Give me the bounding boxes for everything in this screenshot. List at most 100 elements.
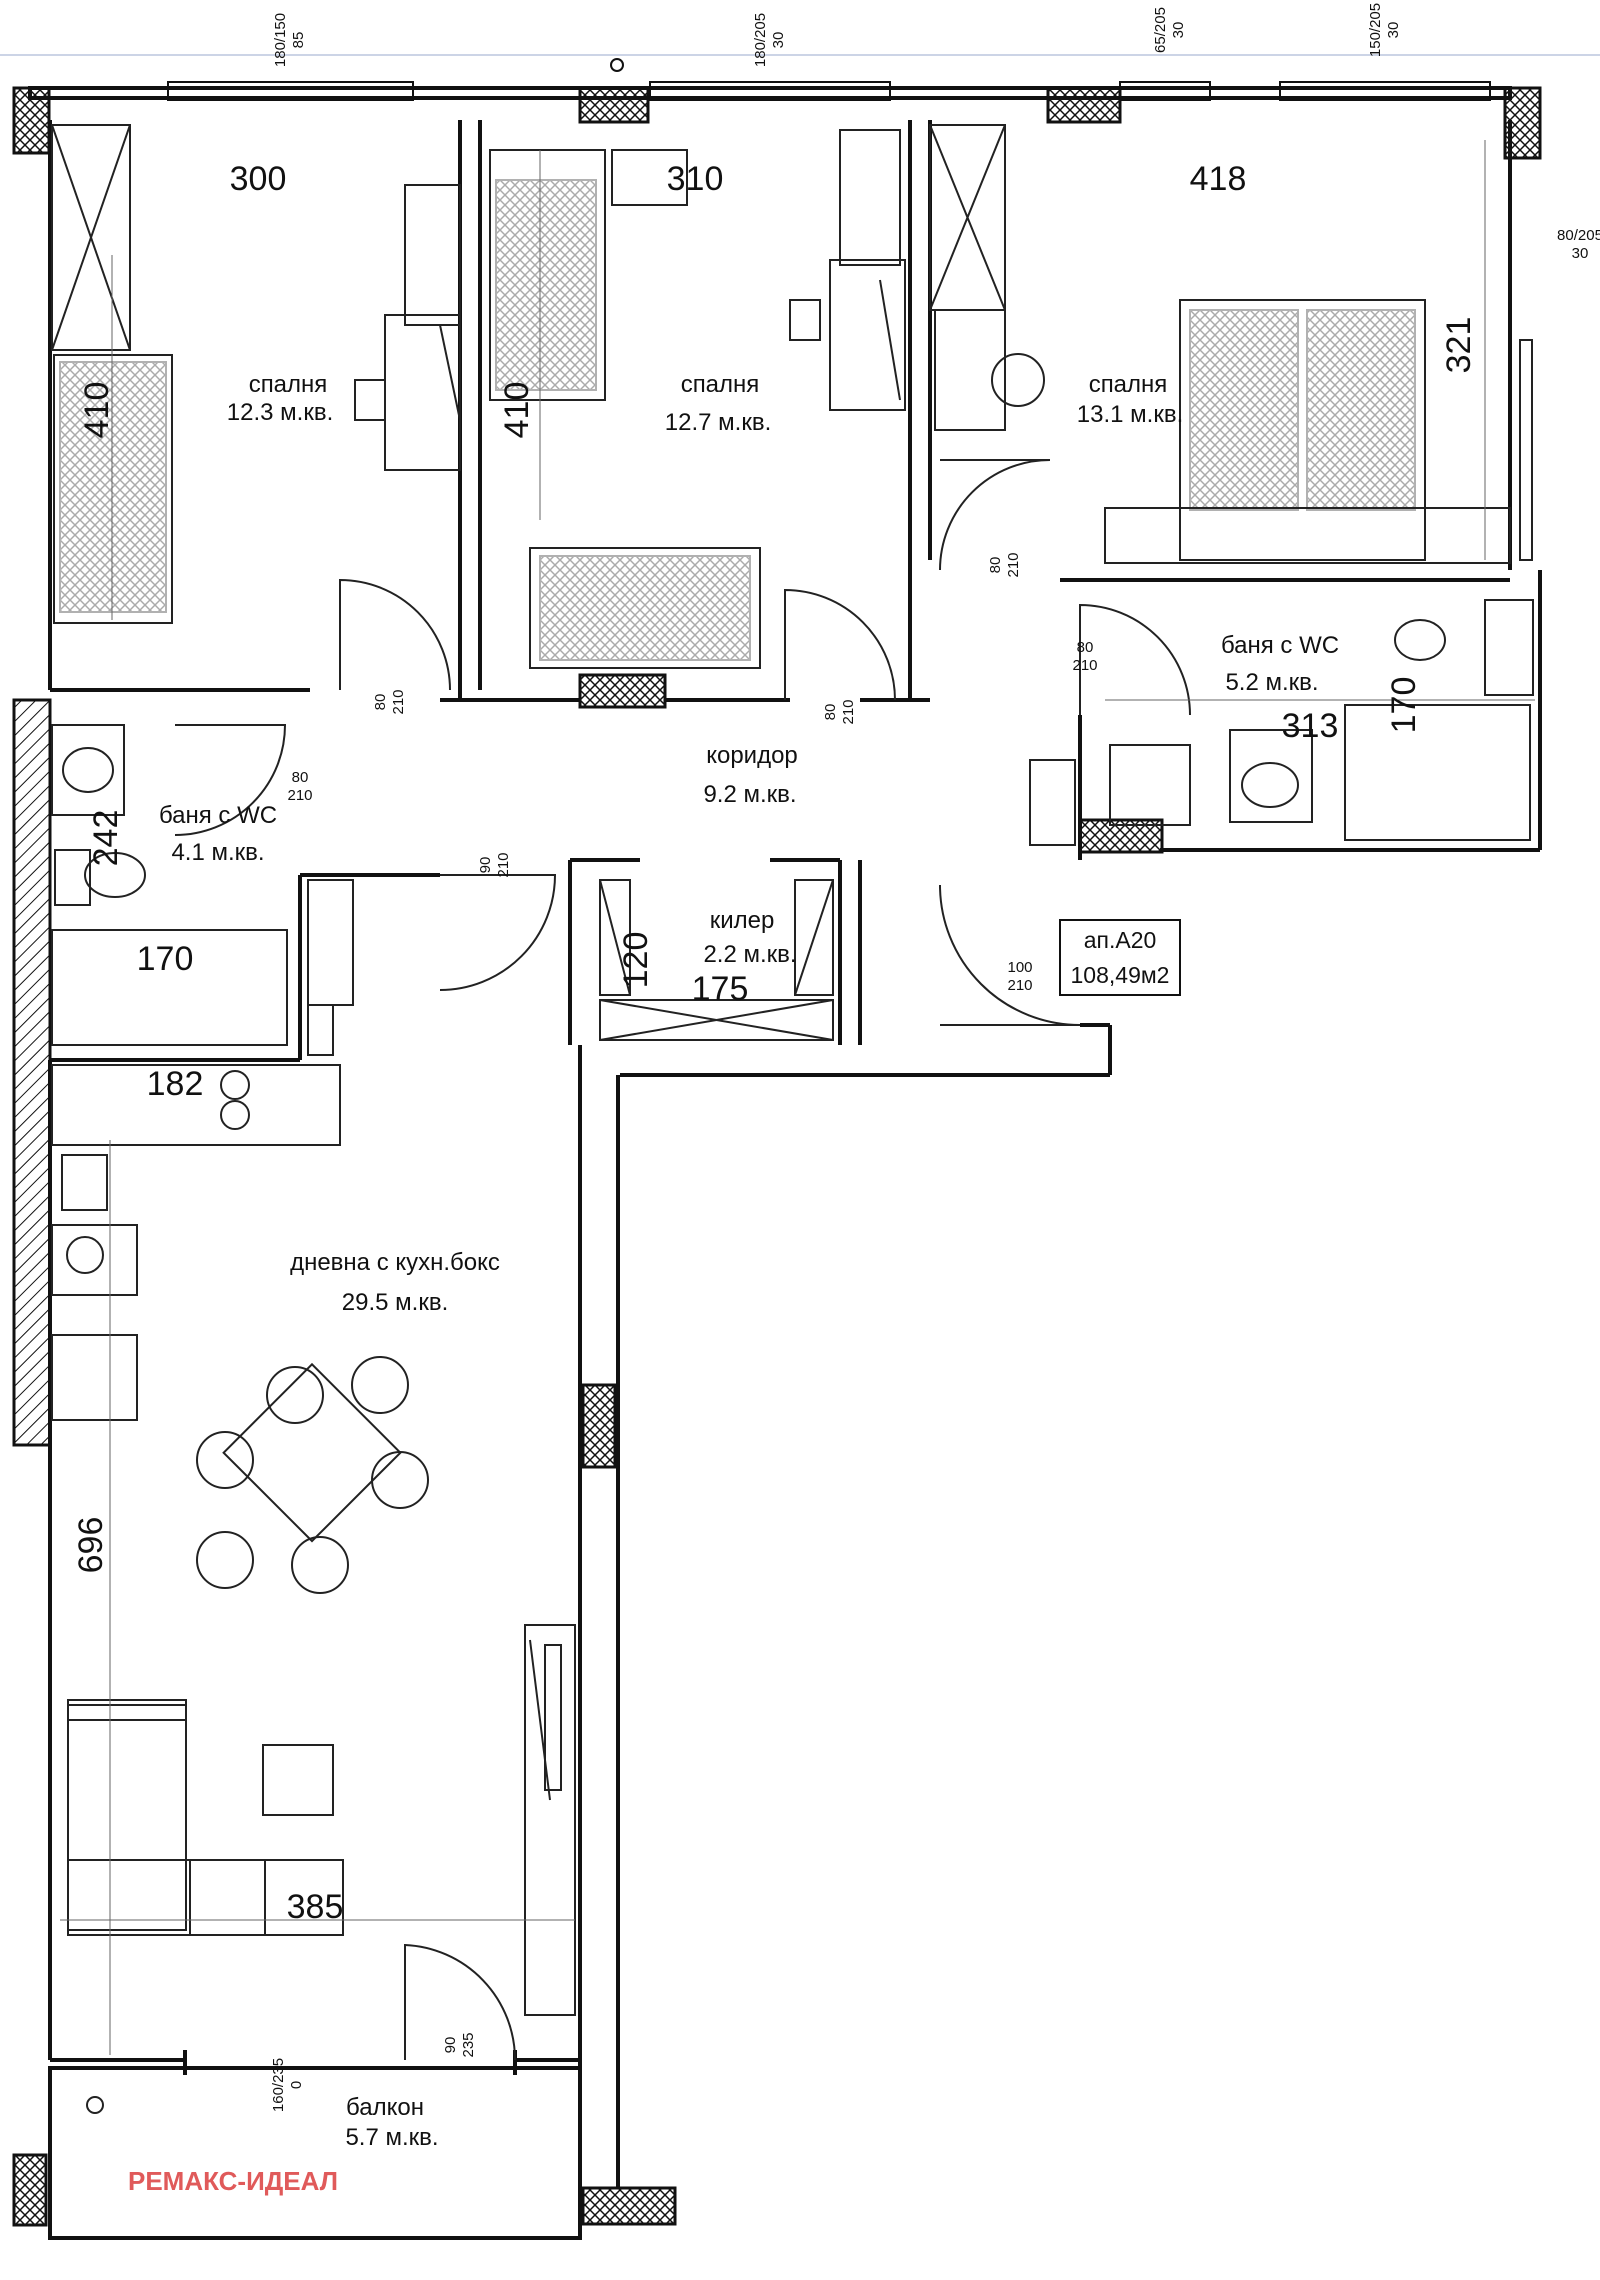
tv-unit [524, 1624, 576, 2016]
monitor-desk [829, 259, 906, 411]
room-name: килер [710, 907, 775, 934]
column [12, 86, 51, 155]
dimension-value: 120 [617, 932, 655, 989]
dimension-value: 242 [87, 810, 125, 867]
room-name: коридор [706, 742, 798, 769]
sink [1229, 729, 1313, 823]
watermark: РЕМАКС-ИДЕАЛ [128, 2166, 338, 2196]
chair [371, 1451, 429, 1509]
door-label: 80210 [372, 689, 407, 714]
fridge [51, 1334, 138, 1421]
dimension-value: 310 [667, 160, 724, 198]
room-name: баня с WC [1221, 632, 1339, 659]
sofa [67, 1704, 187, 1931]
chair [196, 1431, 254, 1489]
dimension-value: 182 [147, 1065, 204, 1103]
bed [529, 547, 761, 669]
stove [66, 1236, 104, 1274]
desk [404, 184, 461, 326]
column [1046, 86, 1122, 124]
door-labels: 80210 80210 80210 80210 80210 80 90210 1… [287, 552, 1097, 2057]
window-label: 160/2350 [270, 2058, 305, 2112]
apartment-label: ап.А20 108,49м2 [1059, 919, 1181, 996]
dimension-value: 170 [137, 940, 194, 978]
room-name: спалня [249, 371, 328, 398]
room-area: 12.7 м.кв. [665, 409, 771, 436]
wardrobe [51, 124, 131, 351]
window-label: 180/15085 [272, 13, 307, 67]
doors [174, 459, 1191, 2061]
room-area: 29.5 м.кв. [342, 1289, 448, 1316]
room-area: 13.1 м.кв. [1077, 401, 1183, 428]
dining-table [222, 1362, 402, 1543]
kitchen-counter [51, 1064, 341, 1146]
coffee-table [262, 1744, 334, 1816]
room-name: спалня [1089, 371, 1168, 398]
room-name: баня с WC [159, 802, 277, 829]
dimension-value: 385 [287, 1888, 344, 1926]
column [581, 1383, 617, 1469]
shower [1109, 744, 1191, 826]
room-labels: спалня 12.3 м.кв. спалня 12.7 м.кв. спал… [159, 371, 1339, 2151]
dimension-value: 175 [692, 970, 749, 1008]
dimension-value: 418 [1190, 160, 1247, 198]
room-area: 5.7 м.кв. [345, 2124, 438, 2151]
room-area: 12.3 м.кв. [227, 399, 333, 426]
bed [53, 354, 173, 624]
window-labels: 180/15085 180/20530 65/20530 150/20530 8… [270, 3, 1600, 2112]
window-label: 65/20530 [1152, 7, 1187, 53]
kitchen-sink [61, 1154, 108, 1211]
door-label: 90235 [442, 2032, 477, 2057]
chair [351, 1356, 409, 1414]
door-label: 80210 [987, 552, 1022, 577]
dimension-value: 300 [230, 160, 287, 198]
dimension-value: 696 [72, 1517, 110, 1574]
dimension-value: 170 [1385, 677, 1423, 734]
columns [12, 86, 1542, 2227]
sink [51, 724, 125, 816]
column [581, 2186, 677, 2226]
double-bed [1179, 299, 1426, 561]
column [12, 698, 52, 1447]
room-area: 4.1 м.кв. [171, 839, 264, 866]
apartment-area: 108,49м2 [1071, 962, 1170, 988]
dimension-lines [60, 140, 1535, 2055]
chair [291, 1536, 349, 1594]
chair [196, 1531, 254, 1589]
dimension-numbers: 300 310 418 321 410 410 313 170 242 170 … [72, 160, 1478, 1926]
room-name: дневна с кухн.бокс [290, 1249, 500, 1276]
bathtub [51, 929, 288, 1046]
door-label: 80210 [822, 699, 857, 724]
dimension-value: 313 [1282, 707, 1339, 745]
toilet [1484, 599, 1534, 696]
dimension-value: 410 [498, 382, 536, 439]
top-wall [0, 54, 1600, 101]
column [578, 673, 667, 709]
desk [839, 129, 901, 266]
dimension-value: 321 [1440, 317, 1478, 374]
apartment-id: ап.А20 [1084, 927, 1157, 953]
room-area: 5.2 м.кв. [1225, 669, 1318, 696]
dimension-value: 410 [78, 382, 116, 439]
window-label: 180/20530 [752, 13, 787, 67]
chair [991, 353, 1045, 407]
door-label: 90210 [477, 852, 512, 877]
bed [489, 149, 606, 401]
bathtub [1344, 704, 1531, 841]
column [12, 2153, 48, 2227]
room-name: балкон [346, 2094, 424, 2121]
furniture [51, 124, 1534, 2114]
chair [266, 1366, 324, 1424]
room-name: спалня [681, 371, 760, 398]
room-area: 2.2 м.кв. [703, 941, 796, 968]
window-label: 150/20530 [1367, 3, 1402, 57]
room-area: 9.2 м.кв. [703, 781, 796, 808]
column [578, 86, 650, 124]
toilet [84, 852, 146, 898]
monitor-desk [384, 314, 461, 471]
